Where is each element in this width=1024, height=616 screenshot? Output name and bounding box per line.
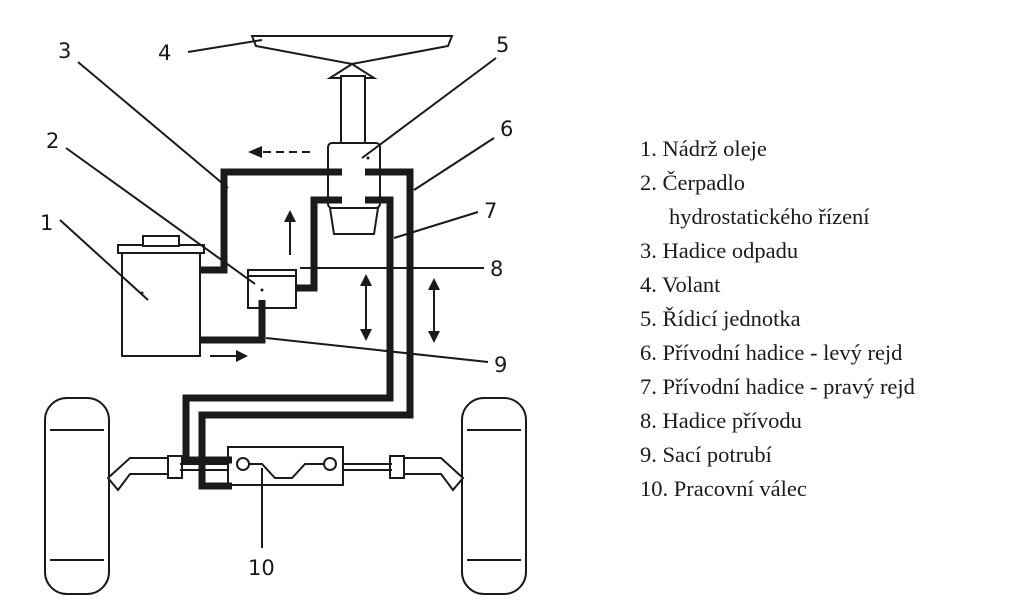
callout-10: 10 <box>248 556 275 580</box>
callout-8: 8 <box>490 257 503 281</box>
legend-item-continuation: hydrostatického řízení <box>669 204 870 229</box>
steering-pump <box>247 269 297 309</box>
legend-item: 2. Čerpadlo <box>640 170 745 195</box>
legend-item: 7. Přívodní hadice - pravý rejd <box>640 374 915 399</box>
flow-arrows <box>210 146 440 362</box>
hydraulic-hoses <box>182 168 414 490</box>
callout-1: 1 <box>40 211 53 235</box>
callout-6: 6 <box>500 117 513 141</box>
legend-item: 10. Pracovní válec <box>640 476 807 501</box>
callout-9: 9 <box>494 353 507 377</box>
callout-4: 4 <box>158 41 171 65</box>
oil-tank <box>117 235 205 357</box>
legend-item: 4. Volant <box>640 272 721 297</box>
callout-5: 5 <box>496 33 509 57</box>
leader-lines <box>59 39 497 548</box>
steering-wheel <box>250 35 454 147</box>
legend-item: 1. Nádrž oleje <box>640 136 767 161</box>
axle-linkage <box>106 455 465 492</box>
working-cylinder <box>227 446 344 486</box>
parts-legend: 1. Nádrž oleje 2. Čerpadlo hydrostatické… <box>640 132 1020 506</box>
legend-item: 8. Hadice přívodu <box>640 408 802 433</box>
callout-labels: 1 2 3 4 5 6 7 8 9 10 <box>40 33 513 580</box>
legend-item: 6. Přívodní hadice - levý rejd <box>640 340 903 365</box>
legend-item: 3. Hadice odpadu <box>640 238 799 263</box>
legend-item: 9. Sací potrubí <box>640 442 772 467</box>
callout-2: 2 <box>46 129 59 153</box>
callout-7: 7 <box>484 199 497 223</box>
left-wheel <box>44 397 110 595</box>
right-wheel <box>461 397 527 595</box>
callout-3: 3 <box>58 39 71 63</box>
control-unit <box>327 142 381 235</box>
legend-item: 5. Řídicí jednotka <box>640 306 801 331</box>
